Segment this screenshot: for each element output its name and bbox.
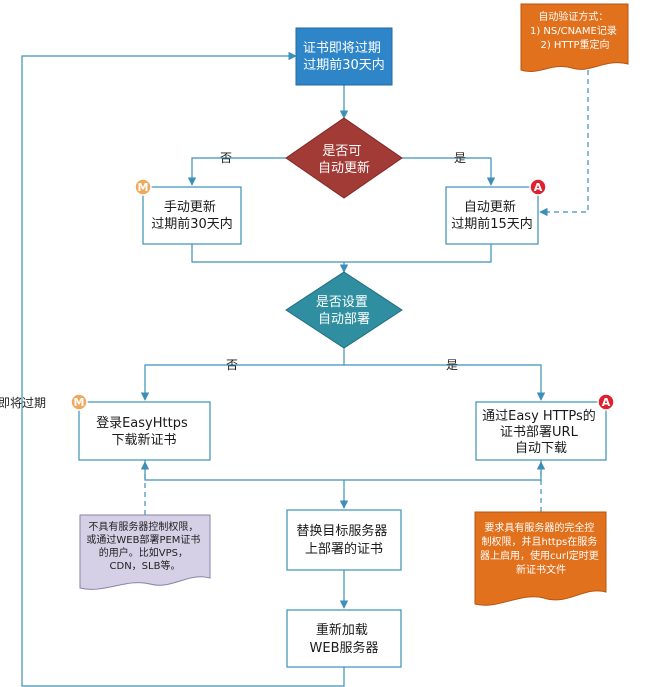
node-replace-cert-line1: 替换目标服务器: [296, 523, 387, 539]
node-manual-update-line2: 过期前30天内: [151, 216, 233, 232]
svg-text:是否可 自动更新: 是否可 自动更新: [318, 144, 370, 176]
edge-manual-merge: [191, 244, 344, 263]
edge-label-yes-2: 是: [446, 358, 458, 372]
note-manual: 不具有服务器控制权限， 或通过WEB部署PEM证书 的用户。比如VPS， CDN…: [79, 514, 211, 590]
node-auto-download-line1: 通过Easy HTTPs的: [482, 408, 596, 424]
svg-text:重新加载 WEB服务器: 重新加载 WEB服务器: [310, 622, 379, 656]
node-manual-download-line2: 下载新证书: [111, 432, 176, 448]
manual-badge-label: M: [138, 181, 149, 194]
edge-decision2-yes: [344, 364, 546, 401]
edge-verification-note: [539, 70, 589, 217]
svg-text:证书即将过期 过期前30天内: 证书即将过期 过期前30天内: [303, 41, 385, 73]
note-auto-line4: 新证书文件: [516, 563, 566, 576]
svg-text:不具有服务器控制权限， 或通过WEB部署PEM证: 不具有服务器控制权限， 或通过WEB部署PEM证书 的用户。比如VPS， CDN…: [86, 520, 203, 572]
node-auto-download-line3: 自动下载: [515, 441, 567, 456]
edge-decision1-yes: [402, 157, 496, 186]
manual-download-badge-icon: [70, 393, 88, 411]
node-replace-cert-line2: 上部署的证书: [305, 541, 383, 557]
svg-text:是否设置 自动部署: 是否设置 自动部署: [316, 295, 372, 327]
decision-auto-deploy: 是否设置 自动部署: [285, 271, 403, 349]
note-manual-line3: 的用户。比如VPS，: [99, 546, 188, 559]
edge-label-loop: 即将过期: [0, 396, 46, 410]
note-auto-line3: 器上启用，使用curl定时更: [480, 549, 599, 562]
connectors: [21, 51, 546, 687]
node-manual-download: 登录EasyHttps 下载新证书 M: [70, 393, 211, 461]
edge-auto-download-merge: [344, 460, 542, 481]
decision-auto-deploy-line1: 是否设置: [316, 295, 368, 310]
edge-decision2-no: [140, 348, 345, 401]
node-auto-download-line2: 证书部署URL: [500, 425, 579, 440]
note-manual-line4: CDN，SLB等。: [110, 559, 181, 572]
note-verification-line2: 1) NS/CNAME记录: [530, 25, 617, 37]
node-manual-update: 手动更新 过期前30天内 M: [134, 178, 242, 245]
auto-badge-icon: [529, 178, 547, 196]
svg-text:替换目标服务器 上部署的证书: 替换目标服务器 上部署的证书: [296, 523, 391, 557]
node-start-line2: 过期前30天内: [303, 57, 385, 73]
decision-auto-update-line2: 自动更新: [318, 160, 370, 176]
svg-text:自动更新 过期前15天内: 自动更新 过期前15天内: [451, 199, 533, 232]
svg-text:登录EasyHttps 下载新证书: 登录EasyHttps 下载新证书: [96, 416, 192, 448]
auto-badge-label: A: [534, 181, 543, 194]
svg-text:自动验证方式： 1) NS/CNAME记录: 自动验证方式： 1) NS/CNAME记录 2) HTTP重定向: [530, 10, 620, 51]
manual-download-badge-label: M: [74, 396, 85, 409]
decision-auto-update: 是否可 自动更新: [285, 117, 403, 199]
note-manual-line1: 不具有服务器控制权限，: [88, 520, 198, 533]
manual-badge-icon: [134, 178, 152, 196]
node-auto-update: 自动更新 过期前15天内 A: [445, 178, 547, 245]
note-connectors: [140, 70, 589, 515]
svg-text:手动更新 过期前30天内: 手动更新 过期前30天内: [151, 199, 233, 232]
node-replace-cert: 替换目标服务器 上部署的证书: [286, 509, 402, 571]
note-auto: 要求具有服务器的完全控 制权限，并且https在服务 器上启用，使用curl定时…: [474, 511, 607, 606]
note-verification-line1: 自动验证方式：: [538, 10, 608, 23]
node-manual-download-line1: 登录EasyHttps: [96, 416, 188, 431]
note-verification: 自动验证方式： 1) NS/CNAME记录 2) HTTP重定向: [520, 3, 629, 72]
node-reload-server-line1: 重新加载: [316, 622, 368, 638]
edge-label-no-1: 否: [220, 151, 232, 165]
svg-text:要求具有服务器的完全控 制权限，并且https在: 要求具有服务器的完全控 制权限，并且https在服务 器上启用，使用curl定时…: [480, 521, 602, 576]
edge-manual-download-merge: [144, 460, 344, 481]
node-reload-server-line2: WEB服务器: [310, 640, 379, 656]
node-auto-update-line1: 自动更新: [464, 199, 516, 215]
node-auto-download: 通过Easy HTTPs的 证书部署URL 自动下载 A: [475, 393, 615, 461]
decision-auto-deploy-line2: 自动部署: [318, 312, 370, 327]
note-verification-line3: 2) HTTP重定向: [540, 38, 609, 51]
node-reload-server: 重新加载 WEB服务器: [286, 609, 402, 668]
note-auto-line1: 要求具有服务器的完全控: [484, 521, 594, 534]
edge-loop-back: [21, 51, 345, 687]
auto-download-badge-label: A: [602, 396, 611, 409]
decision-auto-update-line1: 是否可: [322, 144, 361, 159]
svg-text:通过Easy HTTPs的 证书部署URL: 通过Easy HTTPs的 证书部署URL 自动下载: [482, 408, 600, 456]
node-start: 证书即将过期 过期前30天内: [295, 27, 393, 86]
auto-download-badge-icon: [597, 393, 615, 411]
edge-auto-merge: [344, 244, 492, 263]
node-start-line1: 证书即将过期: [303, 41, 381, 56]
edge-decision1-no: [187, 157, 286, 186]
edge-label-no-2: 否: [226, 358, 238, 372]
note-auto-line2: 制权限，并且https在服务: [482, 535, 598, 548]
note-manual-line2: 或通过WEB部署PEM证书: [86, 533, 200, 546]
node-manual-update-line1: 手动更新: [164, 199, 216, 215]
edge-label-yes-1: 是: [454, 151, 466, 165]
node-auto-update-line2: 过期前15天内: [451, 216, 533, 232]
